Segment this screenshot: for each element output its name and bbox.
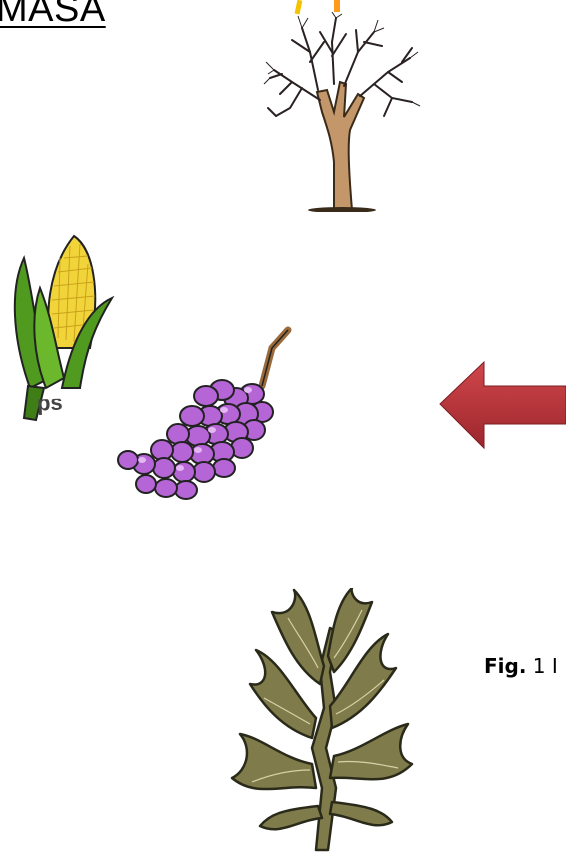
grapes-illustration: [112, 326, 297, 506]
figure-caption-label: Fig.: [484, 654, 526, 678]
figure-caption: Fig. 1 I: [484, 654, 558, 678]
red-arrow-left-icon: [438, 360, 566, 452]
seaweed-illustration: [212, 588, 437, 853]
bare-tree-illustration: [262, 12, 422, 212]
corn-illustration: [0, 228, 125, 423]
page-heading: MASA: [0, 0, 106, 31]
figure-caption-number: 1 I: [533, 654, 558, 678]
